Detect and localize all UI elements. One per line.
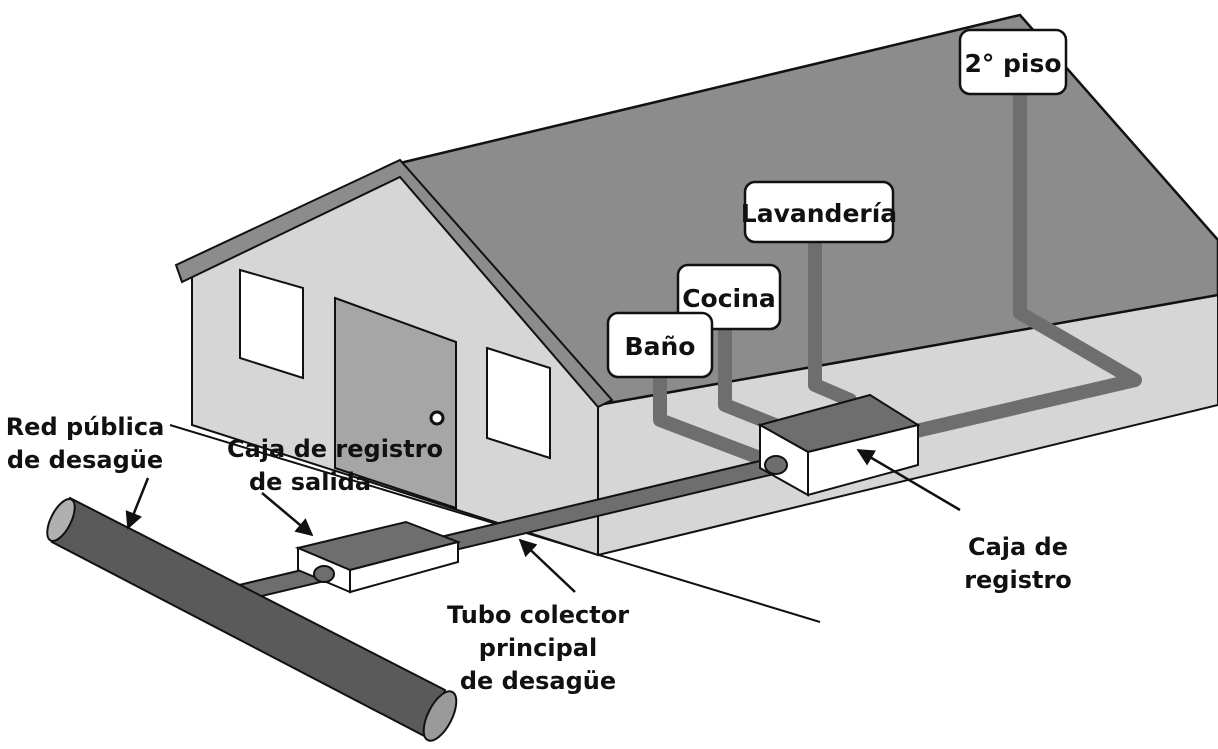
arrow-red-publica xyxy=(125,477,150,530)
pipe-bano xyxy=(653,368,767,465)
svg-text:registro: registro xyxy=(964,566,1072,594)
window-left xyxy=(239,268,304,380)
svg-text:Tubo colector: Tubo colector xyxy=(447,601,629,629)
label-caja-salida: Caja de registro de salida xyxy=(227,435,443,496)
arrow-caja-salida xyxy=(261,492,314,537)
tag-2-piso: 2° piso xyxy=(958,28,1068,96)
svg-text:2° piso: 2° piso xyxy=(964,49,1061,78)
svg-text:de desagüe: de desagüe xyxy=(7,446,163,474)
tag-bano: Baño xyxy=(606,311,714,379)
svg-text:Lavandería: Lavandería xyxy=(741,199,897,228)
svg-text:Red pública: Red pública xyxy=(6,413,165,441)
svg-text:Caja de registro: Caja de registro xyxy=(227,435,443,463)
pipe-cocina xyxy=(718,318,782,432)
front-door xyxy=(334,296,457,510)
tag-lavanderia: Lavandería xyxy=(741,180,897,244)
internal-drain-pipes xyxy=(653,78,1142,465)
caja-de-registro-salida-box xyxy=(294,520,462,594)
window-right xyxy=(486,346,551,460)
label-caja-registro: Caja de registro xyxy=(964,533,1072,594)
svg-text:de salida: de salida xyxy=(249,468,371,496)
pipe-lavanderia xyxy=(808,233,857,407)
svg-text:Caja de: Caja de xyxy=(968,533,1068,561)
label-tubo-colector: Tubo colector principal de desagüe xyxy=(447,601,629,695)
arrow-tubo-colector xyxy=(518,538,576,593)
red-publica-pipe xyxy=(46,496,458,742)
arrow-caja-registro xyxy=(856,448,961,512)
label-red-publica: Red pública de desagüe xyxy=(6,413,165,474)
annotation-arrows xyxy=(125,448,961,593)
pipe-2piso xyxy=(905,78,1142,439)
svg-text:de desagüe: de desagüe xyxy=(460,667,616,695)
svg-text:Baño: Baño xyxy=(625,332,696,361)
svg-text:Cocina: Cocina xyxy=(682,284,776,313)
svg-text:principal: principal xyxy=(479,634,597,662)
